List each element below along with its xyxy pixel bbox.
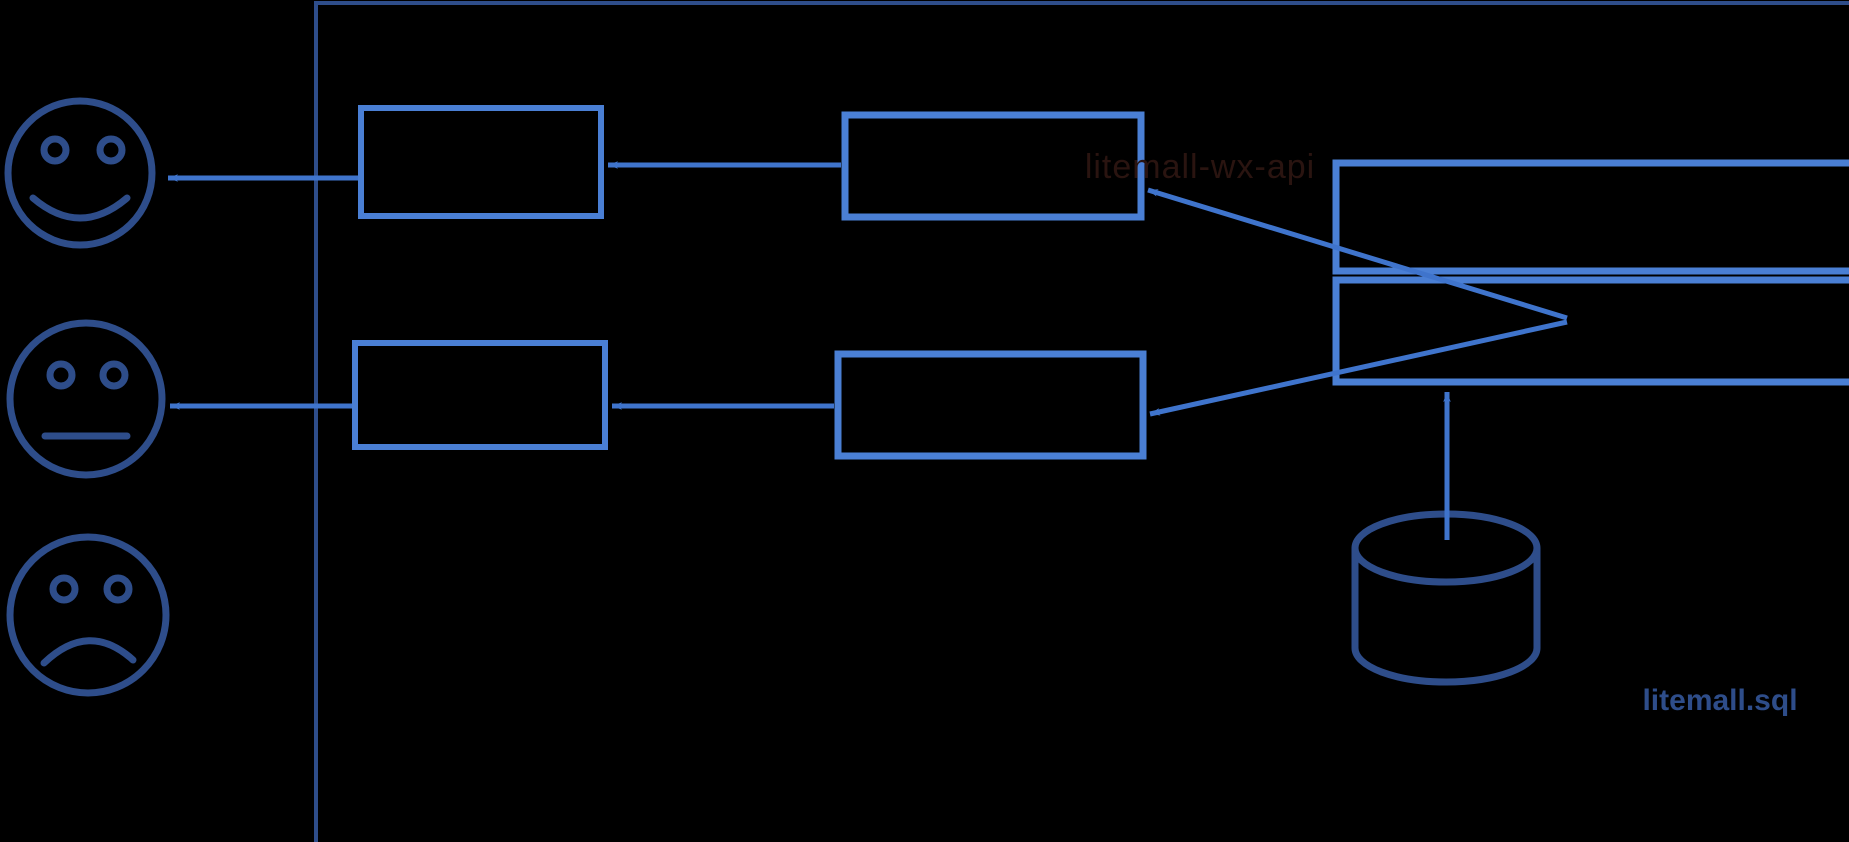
neutral-user-icon: [6, 319, 166, 479]
arrow-core-to-admin-api: [1149, 319, 1568, 417]
core-top-box[interactable]: [1332, 159, 1849, 275]
database-label: litemall.sql: [1642, 684, 1798, 717]
frontend-top-box[interactable]: [358, 105, 604, 219]
sad-user-icon: [6, 533, 170, 697]
wx-api-box[interactable]: [841, 111, 1145, 221]
wx-api-box-label: litemall-wx-api: [1084, 148, 1316, 186]
frontend-bottom-box[interactable]: [352, 340, 608, 450]
admin-api-box[interactable]: [834, 350, 1147, 460]
system-container: [314, 1, 1849, 842]
arrow-core-to-wx-api: [1147, 187, 1568, 321]
core-bottom-box[interactable]: [1332, 276, 1849, 386]
happy-user-icon: [4, 97, 156, 249]
